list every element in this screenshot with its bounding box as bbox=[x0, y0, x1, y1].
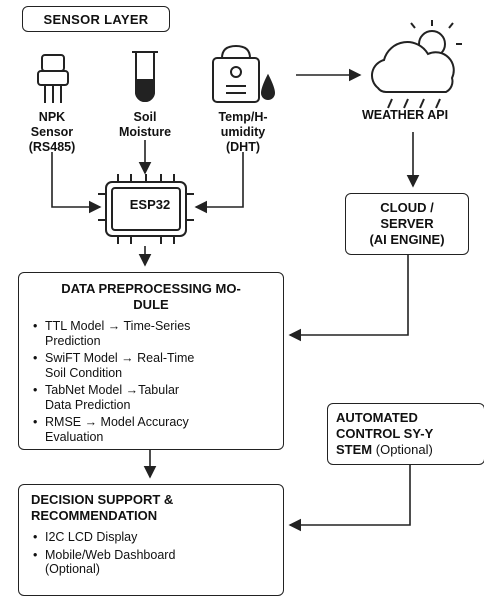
automated-line-3: STEM (Optional) bbox=[336, 442, 476, 458]
esp32-label: ESP32 bbox=[129, 197, 171, 212]
soil-label-line-1: Soil bbox=[133, 110, 157, 124]
decision-title-line-1: DECISION SUPPORT & bbox=[31, 492, 174, 507]
cloud-sun-rain-icon bbox=[371, 20, 462, 109]
decision-support-box: DECISION SUPPORT & RECOMMENDATION I2C LC… bbox=[18, 484, 284, 596]
decision-title: DECISION SUPPORT & RECOMMENDATION bbox=[31, 492, 271, 524]
item-line: I2C LCD Display bbox=[45, 530, 138, 544]
item-line: Prediction bbox=[45, 333, 101, 348]
preprocessing-list: TTL Model → Time-Series Prediction SwiFT… bbox=[31, 319, 271, 444]
list-item: I2C LCD Display bbox=[31, 530, 271, 545]
temp-label-line-2: umidity bbox=[220, 125, 266, 139]
cloud-server-box: CLOUD / SERVER (AI ENGINE) bbox=[345, 193, 469, 255]
npk-sensor-label: NPK Sensor (RS485) bbox=[14, 110, 90, 155]
data-preprocessing-module-box: DATA PREPROCESSING MO- DULE TTL Model → … bbox=[18, 272, 284, 450]
sensor-layer-title: SENSOR LAYER bbox=[22, 6, 170, 32]
soil-moisture-label: Soil Moisture bbox=[107, 110, 183, 140]
automated-control-system-box: AUTOMATED CONTROL SY-Y STEM (Optional) bbox=[327, 403, 484, 465]
temp-label-line-1: Temp/H- bbox=[218, 110, 268, 124]
weather-api-label: WEATHER API bbox=[361, 108, 449, 122]
automated-line-3-text: STEM bbox=[336, 442, 373, 457]
list-item: SwiFT Model → Real-Time Soil Condition bbox=[31, 351, 271, 380]
preprocessing-title: DATA PREPROCESSING MO- DULE bbox=[31, 281, 271, 313]
decision-list: I2C LCD Display Mobile/Web Dashboard (Op… bbox=[31, 530, 271, 577]
temp-to-esp32-arrow bbox=[194, 152, 244, 214]
item-line: (Optional) bbox=[45, 562, 100, 576]
cloud-line-3: (AI ENGINE) bbox=[369, 232, 445, 247]
item-line: TTL Model → Time-Series bbox=[45, 319, 191, 333]
cloud-line-2: SERVER bbox=[380, 216, 434, 231]
automated-line-2: CONTROL SY-Y bbox=[336, 426, 434, 441]
automated-optional-tag: (Optional) bbox=[375, 442, 433, 457]
cloud-to-preprocessing-arrow bbox=[288, 255, 409, 342]
npk-probe-icon bbox=[37, 54, 69, 103]
temp-humidity-label: Temp/H- umidity (DHT) bbox=[200, 110, 286, 155]
test-tube-icon bbox=[132, 51, 158, 102]
decision-title-line-2: RECOMMENDATION bbox=[31, 508, 158, 523]
item-line: Evaluation bbox=[45, 429, 104, 444]
item-line: SwiFT Model → Real-Time bbox=[45, 351, 195, 365]
temp-label-line-3: (DHT) bbox=[225, 140, 260, 154]
preprocessing-title-line-2: DULE bbox=[133, 297, 169, 312]
item-line: Soil Condition bbox=[45, 365, 123, 380]
item-line: RMSE → Model Accuracy bbox=[45, 415, 189, 429]
npk-label-line-3: (RS485) bbox=[28, 140, 76, 154]
list-item: TabNet Model →Tabular Data Prediction bbox=[31, 383, 271, 412]
npk-label-line-1: NPK bbox=[38, 110, 66, 124]
esp32-chip-icon bbox=[98, 174, 194, 244]
item-line: Mobile/Web Dashboard bbox=[45, 547, 176, 562]
item-line: Data Prediction bbox=[45, 397, 131, 412]
preprocessing-title-line-1: DATA PREPROCESSING MO- bbox=[61, 281, 241, 296]
npk-to-esp32-arrow bbox=[51, 152, 102, 214]
item-line: TabNet Model →Tabular bbox=[45, 383, 180, 397]
automated-line-1: AUTOMATED bbox=[336, 410, 418, 425]
list-item: Mobile/Web Dashboard (Optional) bbox=[31, 548, 271, 577]
cloud-line-1: CLOUD / bbox=[380, 200, 434, 215]
soil-label-line-2: Moisture bbox=[118, 125, 172, 139]
automated-to-decision-arrow bbox=[288, 465, 411, 532]
list-item: RMSE → Model Accuracy Evaluation bbox=[31, 415, 271, 444]
npk-label-line-2: Sensor bbox=[30, 125, 74, 139]
temp-humidity-sensor-icon bbox=[212, 44, 276, 103]
list-item: TTL Model → Time-Series Prediction bbox=[31, 319, 271, 348]
flow-connectors bbox=[37, 20, 462, 532]
